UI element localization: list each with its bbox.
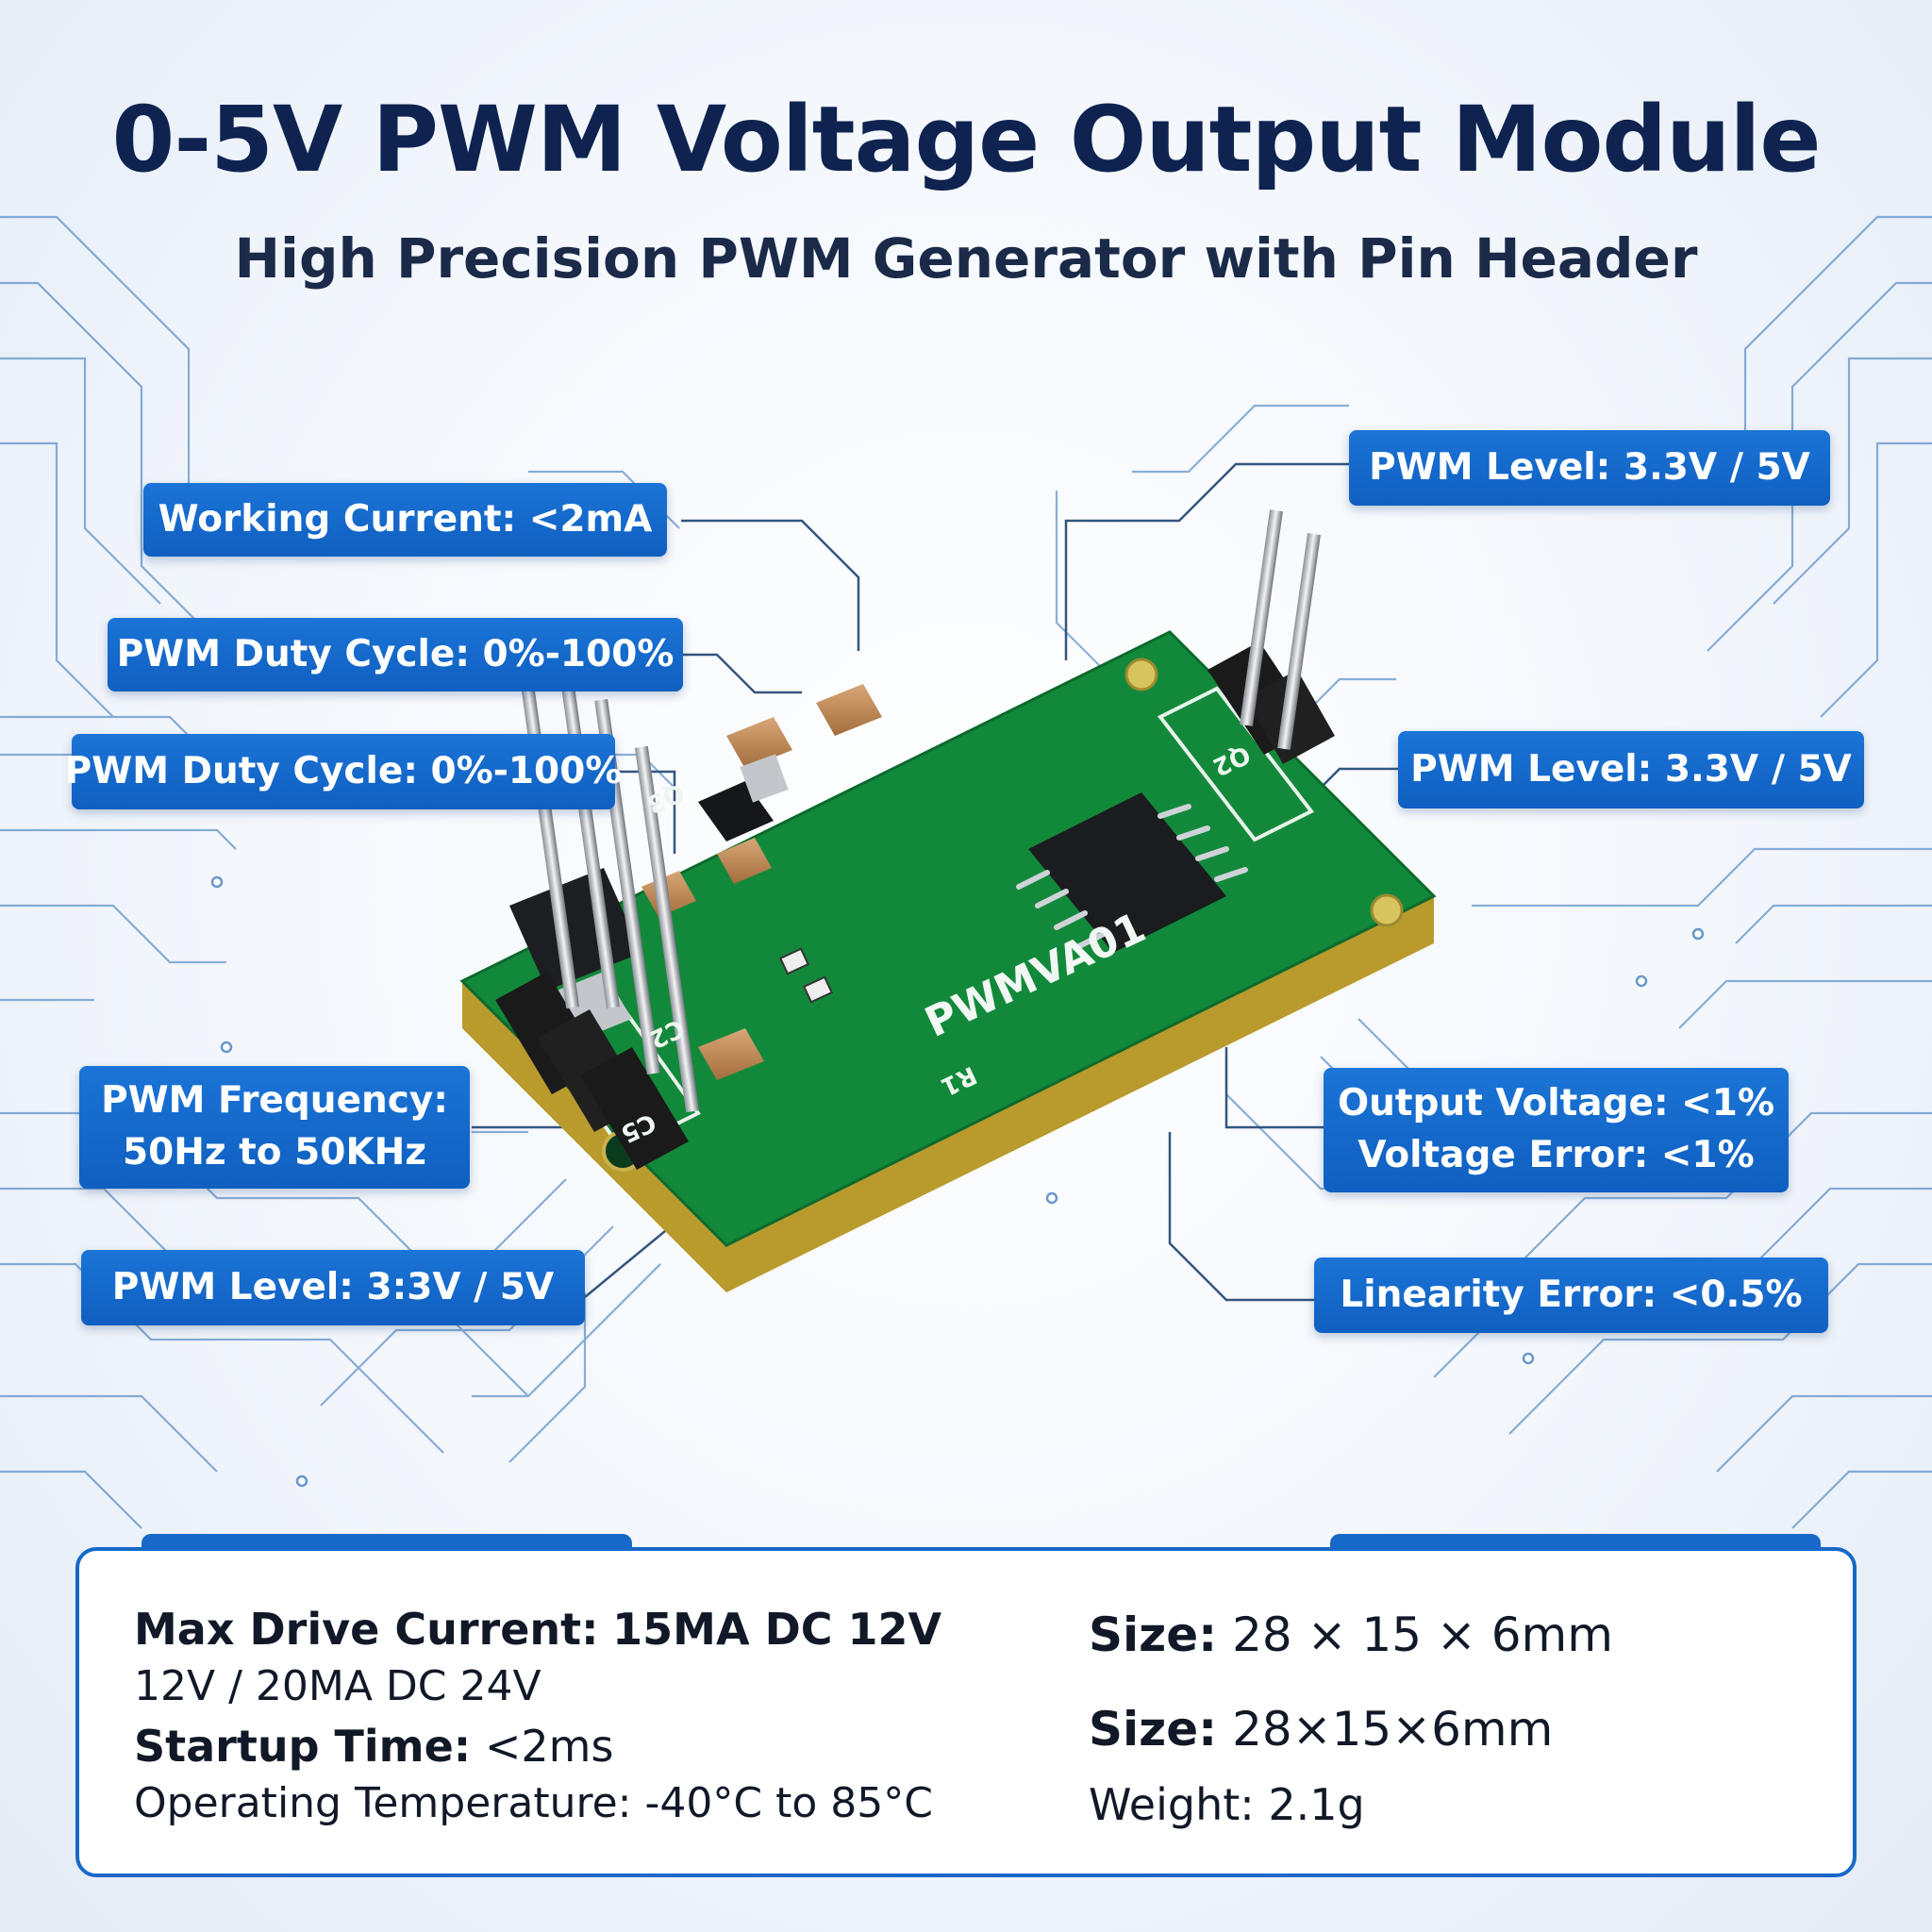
page-title: 0-5V PWM Voltage Output Module: [111, 87, 1822, 192]
callout-output-voltage: Output Voltage: <1% Voltage Error: <1%: [1324, 1068, 1789, 1192]
spec-weight: Weight: 2.1g: [1089, 1779, 1365, 1830]
page-subtitle: High Precision PWM Generator with Pin He…: [234, 226, 1698, 291]
spec-size-1: Size: 28 × 15 × 6mm: [1089, 1607, 1613, 1662]
spec-size-2: Size: 28×15×6mm: [1089, 1702, 1554, 1757]
callout-pwm-level-mid-right: PWM Level: 3.3V / 5V: [1398, 731, 1864, 808]
callout-duty-cycle-1: PWM Duty Cycle: 0%-100%: [108, 618, 683, 691]
spec-panel: Max Drive Current: 15MA DC 12V 12V / 20M…: [75, 1547, 1857, 1877]
callout-linearity-error: Linearity Error: <0.5%: [1314, 1257, 1828, 1333]
spec-max-drive-cont: 12V / 20MA DC 24V: [134, 1662, 541, 1710]
callout-pwm-level-top-right: PWM Level: 3.3V / 5V: [1349, 430, 1830, 506]
callout-pwm-frequency: PWM Frequency: 50Hz to 50KHz: [79, 1066, 470, 1189]
callout-duty-cycle-2: PWM Duty Cycle: 0%-100%: [65, 734, 622, 809]
spec-operating-temperature: Operating Temperature: -40°C to 85°C: [134, 1779, 933, 1827]
callout-pwm-level-left: PWM Level: 3:3V / 5V: [81, 1250, 585, 1325]
callout-working-current: Working Current: <2mA: [143, 483, 667, 557]
spec-startup-time: Startup Time: <2ms: [134, 1721, 614, 1772]
spec-max-drive: Max Drive Current: 15MA DC 12V: [134, 1604, 942, 1655]
